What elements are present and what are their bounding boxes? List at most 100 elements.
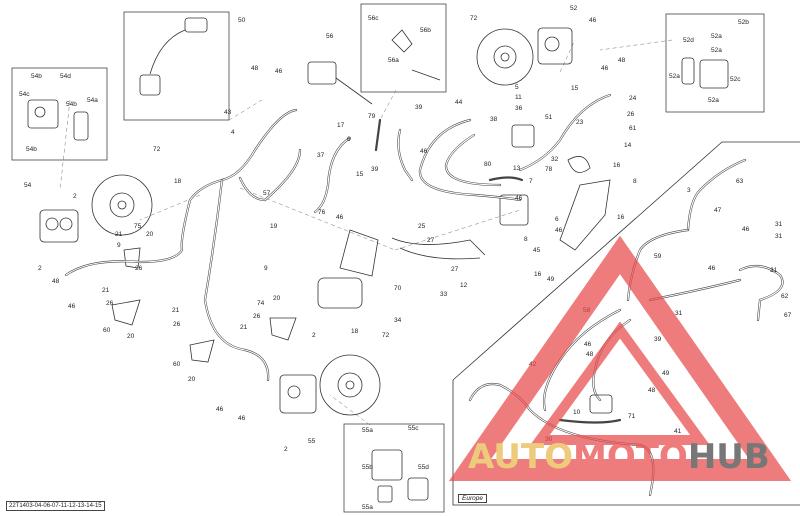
- callout-label: 46: [68, 303, 76, 310]
- callout-label: 55c: [408, 425, 419, 432]
- svg-text:AUTOMOTOHUB: AUTOMOTOHUB: [468, 437, 770, 477]
- callout-label: 55a: [362, 504, 373, 511]
- callout-label: 46: [601, 65, 609, 72]
- watermark-moto: MOTO: [573, 437, 688, 477]
- callout-label: 9: [117, 242, 121, 249]
- callout-label: 46: [420, 148, 428, 155]
- reservoir-inset: [139, 17, 208, 96]
- callout-label: 31: [775, 233, 783, 240]
- watermark: AUTOMOTOHUB: [448, 235, 792, 481]
- callout-label: 70: [394, 285, 402, 292]
- callout-label: 21: [102, 287, 110, 294]
- callout-label: 15: [571, 85, 579, 92]
- callout-label: 76: [318, 209, 326, 216]
- callout-label: 20: [127, 333, 135, 340]
- callout-label: 39: [371, 166, 379, 173]
- callout-label: 31: [775, 221, 783, 228]
- callout-label: 62: [781, 293, 789, 300]
- callout-label: 14: [624, 142, 632, 149]
- callout-label: 51: [545, 114, 553, 121]
- caliper-bottom: [279, 374, 317, 414]
- inset-box-caliper-55: [343, 423, 445, 513]
- callout-label: 60: [173, 361, 181, 368]
- callout-label: 78: [545, 166, 553, 173]
- callout-label: 46: [275, 68, 283, 75]
- callout-label: 55b: [362, 464, 373, 471]
- callout-label: 6: [347, 136, 351, 143]
- callout-label: 16: [613, 162, 621, 169]
- callout-label: 8: [633, 178, 637, 185]
- inset-box-master-cylinder: [123, 11, 230, 121]
- callout-label: 20: [146, 231, 154, 238]
- callout-label: 26: [106, 300, 114, 307]
- callout-label: 37: [317, 152, 325, 159]
- caliper-left: [39, 209, 79, 243]
- callout-label: 56c: [368, 15, 379, 22]
- callout-label: 56b: [420, 27, 431, 34]
- callout-label: 54b: [26, 146, 37, 153]
- callout-label: 60: [103, 327, 111, 334]
- callout-label: 55a: [362, 427, 373, 434]
- callout-label: 54a: [87, 97, 98, 104]
- brake-pedal: [317, 229, 486, 309]
- callout-label: 54b: [31, 73, 42, 80]
- callout-label: 2: [312, 332, 316, 339]
- callout-label: 17: [337, 122, 345, 129]
- callout-label: 33: [440, 291, 448, 298]
- watermark-auto: AUTO: [468, 437, 573, 477]
- callout-label: 18: [174, 178, 182, 185]
- callout-label: 16: [617, 214, 625, 221]
- callout-label: 52a: [708, 97, 719, 104]
- watermark-hub: HUB: [688, 437, 770, 477]
- callout-label: 47: [714, 207, 722, 214]
- callout-label: 54c: [19, 91, 30, 98]
- callout-label: 80: [484, 161, 492, 168]
- brake-disc-bottom: [319, 354, 381, 416]
- callout-label: 44: [455, 99, 463, 106]
- watermark-triangle-icon: [448, 235, 792, 481]
- caliper-inset-52: [681, 57, 729, 89]
- callout-label: 19: [270, 223, 278, 230]
- callout-label: 48: [586, 351, 594, 358]
- callout-label: 27: [427, 237, 435, 244]
- callout-label: 2: [284, 446, 288, 453]
- callout-label: 13: [513, 165, 521, 172]
- callout-label: 54: [24, 182, 32, 189]
- callout-label: 59: [654, 253, 662, 260]
- callout-label: 16: [534, 271, 542, 278]
- callout-label: 2: [73, 193, 77, 200]
- callout-label: 74: [257, 300, 265, 307]
- callout-label: 46: [216, 406, 224, 413]
- callout-label: 46: [515, 195, 523, 202]
- callout-label: 26: [253, 313, 261, 320]
- callout-label: 46: [708, 265, 716, 272]
- callout-label: 72: [382, 332, 390, 339]
- callout-label: 52b: [738, 19, 749, 26]
- callout-label: 46: [555, 227, 563, 234]
- callout-label: 12: [460, 282, 468, 289]
- callout-label: 54d: [60, 73, 71, 80]
- watermark-inner-triangle-icon: [530, 321, 710, 445]
- callout-label: 20: [188, 376, 196, 383]
- callout-label: 39: [415, 104, 423, 111]
- diagram-code: 22T1403-04-06-07-11-12-13-14-15: [6, 501, 105, 511]
- callout-label: 6: [555, 216, 559, 223]
- callout-label: 32: [551, 156, 559, 163]
- callout-label: 46: [742, 226, 750, 233]
- callout-label: 50: [238, 17, 246, 24]
- callout-label: 71: [628, 413, 636, 420]
- callout-label: 52d: [683, 37, 694, 44]
- caliper-inset-55: [371, 449, 429, 503]
- callout-label: 48: [52, 278, 60, 285]
- callout-label: 21: [115, 231, 123, 238]
- callout-label: 21: [172, 307, 180, 314]
- callout-label: 5: [515, 84, 519, 91]
- callout-label: 55d: [418, 464, 429, 471]
- callout-label: 72: [470, 15, 478, 22]
- callout-label: 3: [687, 187, 691, 194]
- callout-label: 21: [240, 324, 248, 331]
- callout-label: 11: [515, 94, 522, 101]
- callout-label: 18: [351, 328, 359, 335]
